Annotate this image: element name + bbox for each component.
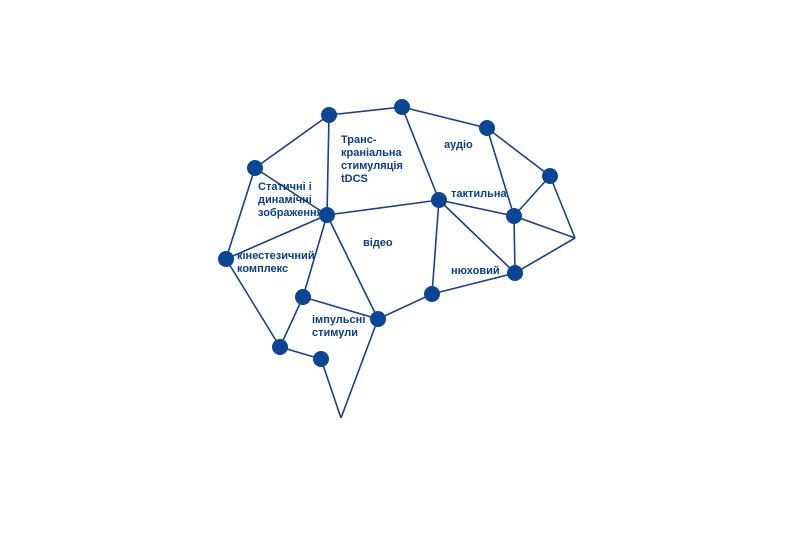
edge <box>326 199 440 216</box>
edge <box>320 358 342 419</box>
edge <box>401 106 488 129</box>
node <box>247 160 263 176</box>
label-kinesthetic-line: комплекс <box>237 263 289 275</box>
network-nodes <box>218 99 558 367</box>
edge <box>431 199 440 295</box>
node <box>506 208 522 224</box>
edge <box>328 106 403 116</box>
label-olfactory-text: нюховий <box>451 265 500 277</box>
node <box>424 286 440 302</box>
node <box>431 192 447 208</box>
label-tdcs-line: краніальна <box>341 147 402 159</box>
node <box>321 107 337 123</box>
edge <box>438 199 515 217</box>
node <box>218 251 234 267</box>
label-olfactory: нюховий <box>451 265 500 278</box>
node <box>507 265 523 281</box>
edge <box>438 199 516 274</box>
edge <box>326 214 379 320</box>
edge <box>431 272 516 295</box>
node <box>542 168 558 184</box>
edge <box>225 214 328 260</box>
node <box>370 311 386 327</box>
edge <box>225 167 256 260</box>
label-static-dynamic-line: Статичні і <box>258 181 312 193</box>
label-tdcs-line: стимуляція <box>341 160 403 172</box>
edge <box>279 296 304 348</box>
label-tactile-text: тактильна <box>451 188 507 200</box>
edge <box>486 127 551 177</box>
node <box>272 339 288 355</box>
label-impulse-line: стимули <box>312 327 358 339</box>
label-video-text: відео <box>363 237 393 249</box>
edge <box>225 258 281 348</box>
label-static-dynamic-line: зображення <box>258 207 324 219</box>
edge <box>514 237 576 274</box>
edge <box>486 127 515 217</box>
edge <box>513 215 576 239</box>
edge <box>302 296 379 320</box>
edge <box>302 214 328 298</box>
edge <box>401 106 440 201</box>
label-audio: аудіо <box>444 139 473 152</box>
node <box>295 289 311 305</box>
edge <box>254 114 330 169</box>
node <box>479 120 495 136</box>
edge <box>549 175 576 239</box>
label-static-dynamic-line: динамічні <box>258 194 312 206</box>
label-impulse-line: імпульсні <box>312 314 366 326</box>
edge <box>254 167 328 216</box>
label-tdcs-line: tDCS <box>341 173 368 185</box>
label-kinesthetic-line: кінестезичний <box>237 250 315 262</box>
label-kinesthetic: кінестезичний комплекс <box>237 250 315 276</box>
label-tactile: тактильна <box>451 188 507 201</box>
edge <box>340 318 379 419</box>
network-edges <box>225 106 576 419</box>
edge <box>326 114 330 216</box>
edge <box>377 293 433 320</box>
node <box>319 207 335 223</box>
label-tdcs-line: Транс- <box>341 134 377 146</box>
edge <box>513 175 551 217</box>
label-audio-text: аудіо <box>444 139 473 151</box>
label-tdcs: Транс- краніальна стимуляція tDCS <box>341 134 403 186</box>
label-impulse: імпульсні стимули <box>312 314 365 340</box>
label-video: відео <box>363 237 393 250</box>
node <box>313 351 329 367</box>
node <box>394 99 410 115</box>
edge <box>513 215 516 274</box>
label-static-dynamic: Статичні і динамічні зображення <box>258 181 323 220</box>
